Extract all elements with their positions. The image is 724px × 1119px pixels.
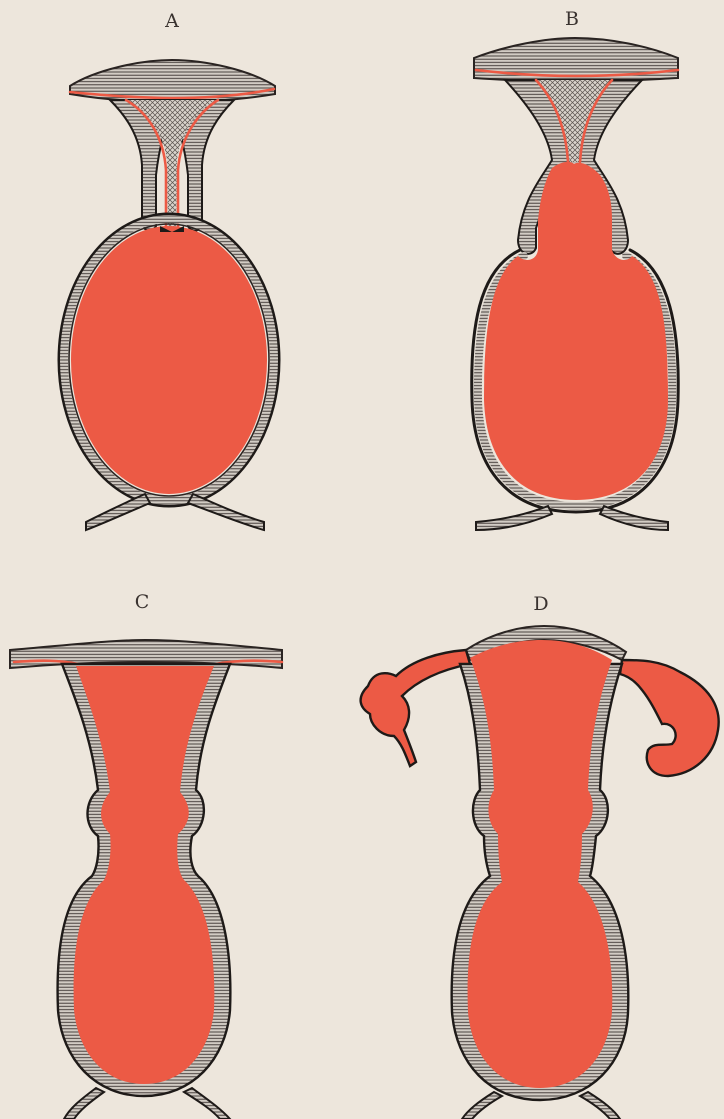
panel-d-leg-right (580, 1092, 620, 1119)
panel-b-leg-left (476, 506, 552, 530)
panel-a-label: A (164, 10, 179, 32)
panel-c-label: C (135, 591, 150, 613)
panel-a: A (59, 10, 279, 530)
panel-b: B (472, 8, 679, 530)
panel-d-arm-left (361, 650, 470, 766)
panel-d-leg-left (462, 1092, 502, 1119)
panel-a-leg-right (188, 494, 264, 530)
panel-a-fluid (71, 226, 267, 494)
panel-b-leg-right (600, 506, 668, 530)
panel-c: C (10, 591, 282, 1119)
panel-d-label: D (533, 593, 548, 615)
panel-d-arm-right (620, 660, 719, 776)
panel-a-leg-left (86, 494, 150, 530)
panel-c-leg-left (64, 1088, 104, 1119)
panel-b-label: B (565, 8, 579, 30)
panel-d: D (361, 593, 719, 1119)
panel-b-fluid (484, 162, 668, 500)
panel-c-leg-right (184, 1088, 230, 1119)
